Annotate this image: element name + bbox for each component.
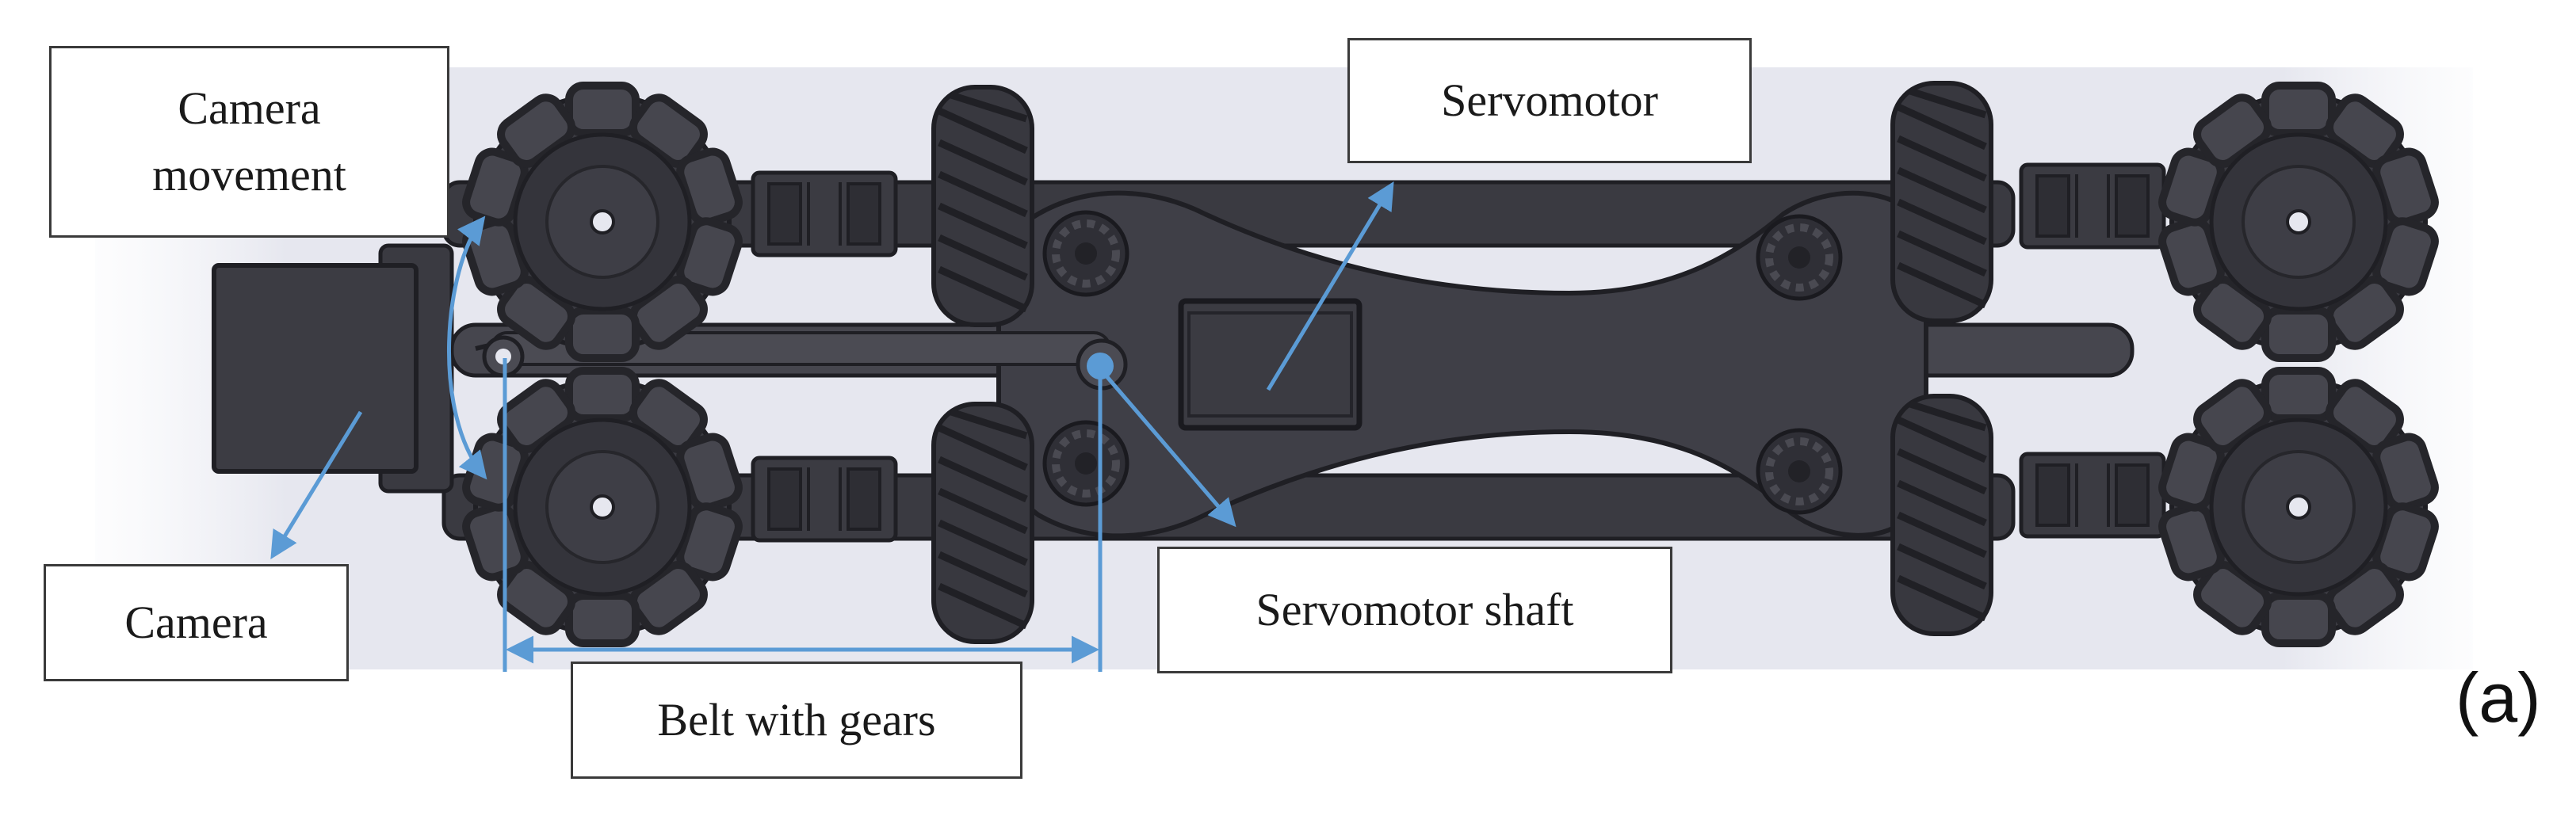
camera-movement-label: Camera movement bbox=[49, 46, 449, 238]
camera-movement-label-line1: Camera bbox=[178, 82, 321, 134]
camera-label: Camera bbox=[44, 564, 349, 681]
panel-letter: (a) bbox=[2456, 658, 2541, 737]
servomotor-shaft-label: Servomotor shaft bbox=[1157, 547, 1672, 673]
camera-pointer-arrow bbox=[270, 410, 363, 559]
servomotor-label-text: Servomotor bbox=[1441, 74, 1658, 126]
annotation-arrows bbox=[270, 181, 1394, 672]
servomotor-housing bbox=[1178, 298, 1363, 431]
servomotor-label: Servomotor bbox=[1347, 38, 1752, 163]
camera-movement-arrow bbox=[447, 215, 487, 480]
servomotor-shaft-label-text: Servomotor shaft bbox=[1256, 583, 1574, 635]
belt-with-gears-label: Belt with gears bbox=[571, 662, 1022, 779]
camera-movement-label-line2: movement bbox=[152, 149, 346, 200]
camera-label-text: Camera bbox=[124, 596, 268, 648]
mecanum-wheel-front-top bbox=[462, 86, 742, 358]
servomotor-pointer-arrow bbox=[1266, 181, 1394, 391]
chassis-body bbox=[996, 190, 1928, 539]
robot-chassis bbox=[212, 83, 2439, 643]
camera-body bbox=[212, 263, 419, 474]
servomotor-shaft-marker bbox=[1087, 353, 1114, 379]
belt-with-gears-label-text: Belt with gears bbox=[657, 693, 936, 745]
servomotor-shaft-pointer-arrow bbox=[1096, 364, 1236, 528]
mecanum-wheel-rear-bottom bbox=[2158, 371, 2438, 643]
mecanum-wheel-rear-top bbox=[2158, 86, 2438, 358]
